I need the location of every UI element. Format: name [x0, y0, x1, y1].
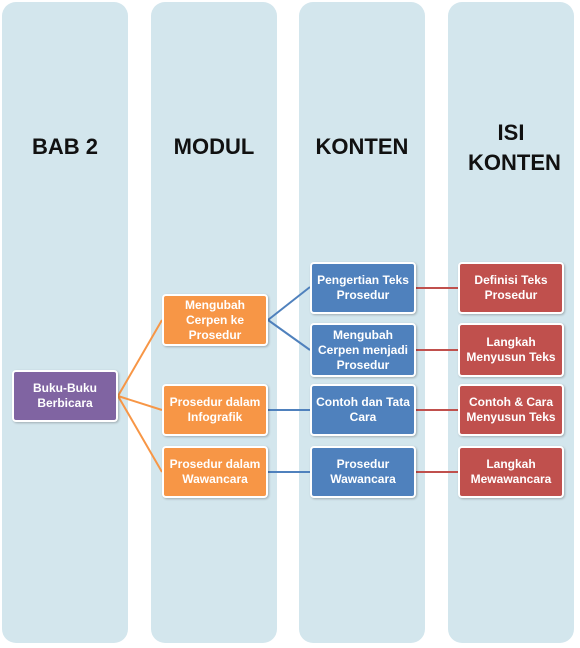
node-isi-definisi: Definisi Teks Prosedur	[458, 262, 564, 314]
column-title-modul: MODUL	[173, 134, 255, 159]
node-konten-prosedur-wawancara: Prosedur Wawancara	[310, 446, 416, 498]
node-konten-mengubah-cerpen: Mengubah Cerpen menjadi Prosedur	[310, 323, 416, 377]
column-title-bab: BAB 2	[31, 134, 98, 159]
connector-root-modul-3	[117, 395, 163, 473]
column-bab: BAB 2	[2, 2, 128, 643]
node-isi-contoh-cara: Contoh & Cara Menyusun Teks	[458, 384, 564, 436]
connector-root-modul-1	[117, 319, 163, 397]
column-isi-konten: ISI KONTEN	[448, 2, 574, 643]
column-title-konten: KONTEN	[315, 134, 409, 159]
node-isi-langkah-menyusun: Langkah Menyusun Teks	[458, 323, 564, 377]
column-konten: KONTEN	[299, 2, 425, 643]
connector-root-modul-2	[117, 395, 163, 411]
column-title-isi-konten: ISI KONTEN	[468, 120, 561, 175]
node-isi-langkah-mewawancara: Langkah Mewawancara	[458, 446, 564, 498]
connector-modul-1-konten-1	[267, 286, 311, 321]
node-konten-contoh-tata-cara: Contoh dan Tata Cara	[310, 384, 416, 436]
node-modul-wawancara: Prosedur dalam Wawancara	[162, 446, 268, 498]
node-modul-mengubah-cerpen: Mengubah Cerpen ke Prosedur	[162, 294, 268, 346]
node-konten-pengertian: Pengertian Teks Prosedur	[310, 262, 416, 314]
connector-modul-1-konten-2	[267, 319, 311, 351]
node-modul-infografik: Prosedur dalam Infografik	[162, 384, 268, 436]
node-buku-buku-berbicara: Buku-Buku Berbicara	[12, 370, 118, 422]
